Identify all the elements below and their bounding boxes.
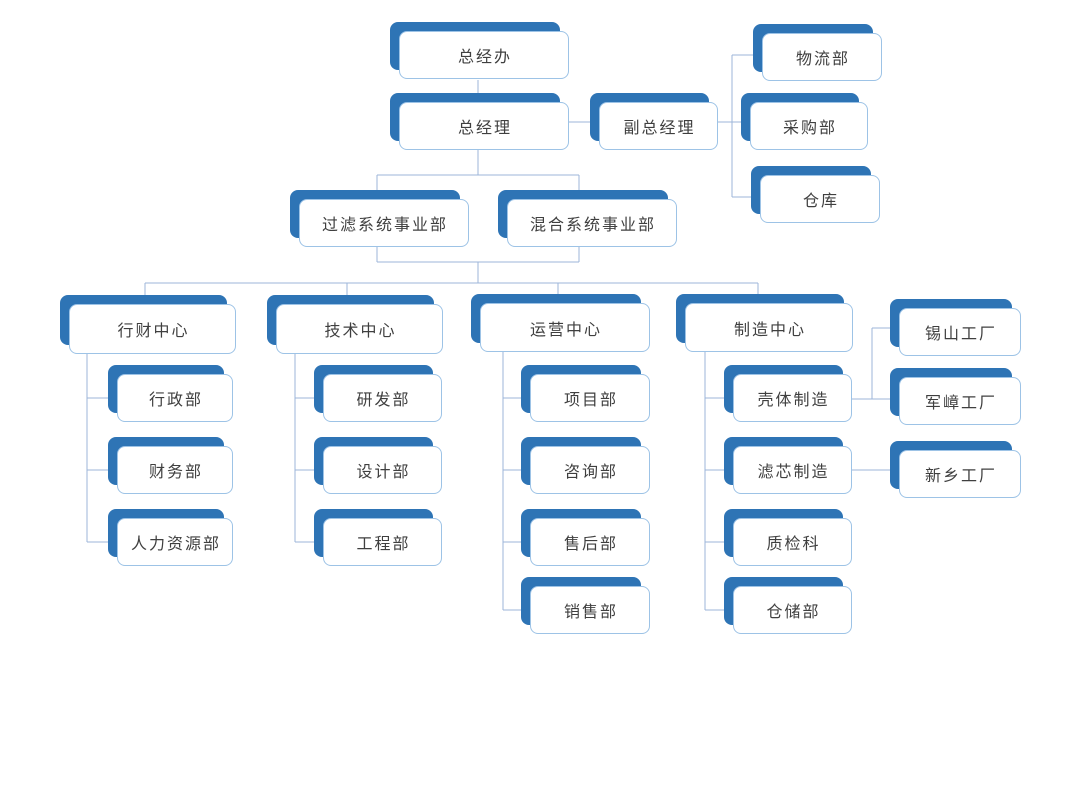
node-label: 设计部 xyxy=(356,464,411,481)
org-node-filtration-division[interactable]: 过滤系统事业部 xyxy=(290,190,469,247)
org-node-consulting-dept[interactable]: 咨询部 xyxy=(521,437,650,494)
node-face: 总经理 xyxy=(399,102,569,150)
node-face: 设计部 xyxy=(323,446,442,494)
node-label: 过滤系统事业部 xyxy=(321,217,448,234)
org-node-engineering-dept[interactable]: 工程部 xyxy=(314,509,442,566)
node-face: 质检科 xyxy=(733,518,852,566)
node-label: 总经办 xyxy=(457,49,512,66)
node-label: 新乡工厂 xyxy=(924,468,997,485)
node-label: 滤芯制造 xyxy=(757,464,830,481)
node-label: 锡山工厂 xyxy=(924,326,997,343)
node-face: 财务部 xyxy=(117,446,233,494)
node-face: 采购部 xyxy=(750,102,868,150)
node-label: 工程部 xyxy=(356,536,411,553)
org-node-junzhang-factory[interactable]: 军嶂工厂 xyxy=(890,368,1021,425)
node-face: 军嶂工厂 xyxy=(899,377,1021,425)
node-face: 总经办 xyxy=(399,31,569,79)
connector-tech-depts xyxy=(294,354,323,543)
org-node-operations-center[interactable]: 运营中心 xyxy=(471,294,650,352)
org-node-admin-dept[interactable]: 行政部 xyxy=(108,365,233,422)
node-face: 技术中心 xyxy=(276,304,443,354)
org-node-purchasing[interactable]: 采购部 xyxy=(741,93,868,150)
org-node-logistics[interactable]: 物流部 xyxy=(753,24,882,81)
connector-deputy-reports xyxy=(718,54,762,198)
org-node-mixing-division[interactable]: 混合系统事业部 xyxy=(498,190,677,247)
node-face: 过滤系统事业部 xyxy=(299,199,469,247)
node-label: 副总经理 xyxy=(623,120,696,137)
node-label: 运营中心 xyxy=(529,321,602,339)
node-label: 质检科 xyxy=(766,536,821,553)
node-label: 项目部 xyxy=(563,392,618,409)
org-node-deputy-gm[interactable]: 副总经理 xyxy=(590,93,718,150)
node-face: 研发部 xyxy=(323,374,442,422)
node-face: 锡山工厂 xyxy=(899,308,1021,356)
org-node-hr-dept[interactable]: 人力资源部 xyxy=(108,509,233,566)
org-node-gm-office[interactable]: 总经办 xyxy=(390,22,569,79)
node-face: 行财中心 xyxy=(69,304,236,354)
node-face: 行政部 xyxy=(117,374,233,422)
org-node-aftersales-dept[interactable]: 售后部 xyxy=(521,509,650,566)
node-label: 军嶂工厂 xyxy=(924,395,997,412)
connector-operations-depts xyxy=(502,352,530,611)
org-node-tech-center[interactable]: 技术中心 xyxy=(267,295,443,354)
org-node-warehouse[interactable]: 仓库 xyxy=(751,166,880,223)
node-label: 物流部 xyxy=(795,51,850,68)
connector-gm-divisions xyxy=(376,150,580,199)
org-node-qc-dept[interactable]: 质检科 xyxy=(724,509,852,566)
org-node-rnd-dept[interactable]: 研发部 xyxy=(314,365,442,422)
node-face: 物流部 xyxy=(762,33,882,81)
org-node-project-dept[interactable]: 项目部 xyxy=(521,365,650,422)
org-node-gm[interactable]: 总经理 xyxy=(390,93,569,150)
node-face: 壳体制造 xyxy=(733,374,852,422)
node-label: 财务部 xyxy=(148,464,203,481)
node-face: 制造中心 xyxy=(685,303,853,352)
org-node-xinxiang-factory[interactable]: 新乡工厂 xyxy=(890,441,1021,498)
org-node-xishan-factory[interactable]: 锡山工厂 xyxy=(890,299,1021,356)
org-node-admin-finance-center[interactable]: 行财中心 xyxy=(60,295,236,354)
org-node-sales-dept[interactable]: 销售部 xyxy=(521,577,650,634)
org-node-shell-mfg[interactable]: 壳体制造 xyxy=(724,365,852,422)
node-label: 技术中心 xyxy=(324,323,397,340)
node-label: 采购部 xyxy=(782,120,837,137)
connector-adminfinance-depts xyxy=(86,354,117,543)
node-face: 销售部 xyxy=(530,586,650,634)
node-face: 滤芯制造 xyxy=(733,446,852,494)
node-face: 混合系统事业部 xyxy=(507,199,677,247)
node-label: 人力资源部 xyxy=(130,536,221,553)
node-label: 仓库 xyxy=(802,193,839,210)
connector-manufacturing-depts xyxy=(704,352,733,611)
node-face: 副总经理 xyxy=(599,102,718,150)
node-label: 售后部 xyxy=(563,536,618,553)
org-node-warehousing-dept[interactable]: 仓储部 xyxy=(724,577,852,634)
node-face: 新乡工厂 xyxy=(899,450,1021,498)
node-label: 研发部 xyxy=(356,392,411,409)
node-label: 咨询部 xyxy=(563,464,618,481)
node-label: 混合系统事业部 xyxy=(529,217,656,234)
node-label: 行政部 xyxy=(148,392,203,409)
node-face: 咨询部 xyxy=(530,446,650,494)
node-face: 仓库 xyxy=(760,175,880,223)
node-label: 壳体制造 xyxy=(757,392,830,409)
node-face: 项目部 xyxy=(530,374,650,422)
org-node-design-dept[interactable]: 设计部 xyxy=(314,437,442,494)
node-label: 仓储部 xyxy=(766,604,821,621)
node-label: 总经理 xyxy=(457,120,512,137)
org-node-finance-dept[interactable]: 财务部 xyxy=(108,437,233,494)
node-label: 销售部 xyxy=(563,604,618,621)
node-label: 行财中心 xyxy=(117,323,190,340)
connector-divisions-centers xyxy=(144,247,759,304)
node-face: 人力资源部 xyxy=(117,518,233,566)
org-node-manufacturing-center[interactable]: 制造中心 xyxy=(676,294,853,352)
node-face: 售后部 xyxy=(530,518,650,566)
node-face: 工程部 xyxy=(323,518,442,566)
org-node-filter-mfg[interactable]: 滤芯制造 xyxy=(724,437,852,494)
node-face: 运营中心 xyxy=(480,303,650,352)
node-face: 仓储部 xyxy=(733,586,852,634)
node-label: 制造中心 xyxy=(733,321,806,339)
